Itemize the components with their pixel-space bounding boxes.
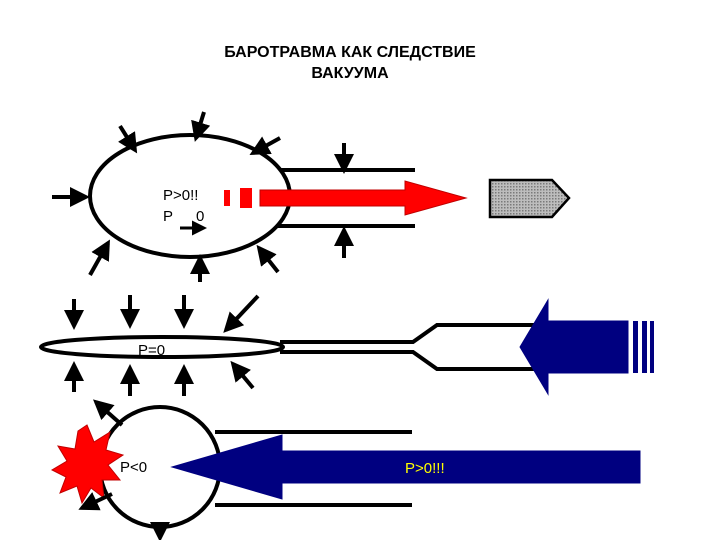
pressure-arrow <box>78 492 113 511</box>
panel-bottom-negative-pressure: P<0 P>0!!! <box>50 399 641 540</box>
bottom-outward-arrows <box>78 399 170 540</box>
title-line-2: ВАКУУМА <box>311 65 389 82</box>
pressure-arrow <box>191 111 211 142</box>
pressure-arrow <box>249 136 281 155</box>
panel-top-positive-pressure: P>0!! P 0 <box>52 111 571 282</box>
pressure-arrow <box>256 244 280 274</box>
gray-plug-icon <box>488 178 571 219</box>
top-label-zero: 0 <box>196 208 204 225</box>
navy-stripe-1 <box>633 321 638 373</box>
pressure-arrow <box>230 360 255 390</box>
middle-tube-lower-wall <box>280 350 545 371</box>
diagram-title: БАРОТРАВМА КАК СЛЕДСТВИЕ ВАКУУМА <box>160 42 540 84</box>
pressure-arrow <box>88 239 110 276</box>
navy-suction-arrow <box>170 434 641 500</box>
middle-flat-balloon <box>39 335 285 359</box>
pressure-arrow <box>118 124 138 154</box>
top-label-p: P <box>163 208 173 225</box>
navy-stripe-2 <box>642 321 647 373</box>
top-label-p-positive: P>0!! <box>163 187 198 204</box>
red-outflow-arrow <box>259 180 468 216</box>
navy-stripe-3 <box>650 321 654 373</box>
top-pressure-arrows <box>52 111 354 282</box>
pressure-arrow <box>93 399 124 427</box>
bottom-label-p-negative: P<0 <box>120 459 147 476</box>
middle-pressure-arrows <box>64 294 260 396</box>
middle-tube-upper-wall <box>280 323 545 344</box>
middle-label-p-zero: P=0 <box>138 342 165 359</box>
bottom-arrow-label: P>0!!! <box>405 460 445 477</box>
title-line-1: БАРОТРАВМА КАК СЛЕДСТВИЕ <box>224 44 476 61</box>
red-dash-2 <box>240 188 252 208</box>
navy-inflow-arrow <box>519 298 629 396</box>
red-dash-1 <box>224 190 230 206</box>
pressure-arrow <box>223 294 260 333</box>
panel-middle-zero-pressure: P=0 <box>39 294 654 396</box>
